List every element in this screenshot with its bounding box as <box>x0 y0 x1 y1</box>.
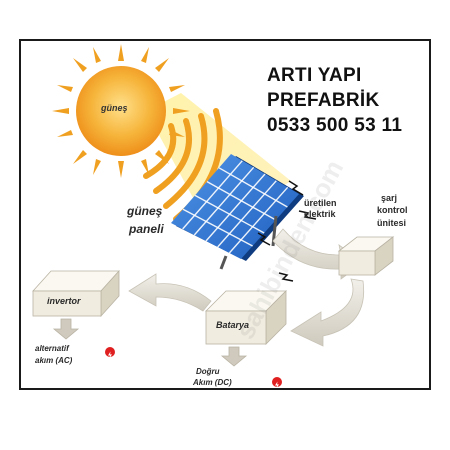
controller-label-line2: kontrol <box>377 205 408 215</box>
generated-label-line2: elektrik <box>304 209 336 219</box>
company-name-line1: ARTI YAPI <box>267 65 362 86</box>
arrow-to-ac <box>52 318 80 340</box>
sun-icon <box>52 44 190 178</box>
spark-icons <box>257 180 317 282</box>
generated-label-line1: üretilen <box>304 198 337 208</box>
panel-label-line2: paneli <box>129 222 164 236</box>
solar-system-diagram: sahibinden.com <box>32 44 395 367</box>
arrow-to-inverter <box>128 273 212 312</box>
arrow-to-battery <box>290 278 365 347</box>
ac-label-line2: akım (AC) <box>35 356 73 365</box>
battery-label: Batarya <box>216 320 250 330</box>
panel-label-line1: güneş <box>127 204 163 218</box>
arrow-to-dc <box>220 346 248 367</box>
controller-label-line1: şarj <box>381 193 398 203</box>
company-name-line2: PREFABRİK <box>267 90 380 111</box>
diagram-frame: sahibinden.com ARTI YAPI PREFABRİK 0533 … <box>19 39 431 390</box>
controller-label-line3: ünitesi <box>377 218 407 228</box>
charge-controller-box <box>337 236 395 276</box>
electricity-bolt-icon <box>105 347 115 359</box>
inverter-box <box>32 269 120 318</box>
dc-label-line2: Akım (DC) <box>193 378 232 387</box>
ac-label-line1: alternatif <box>35 344 69 353</box>
sun-label: güneş <box>101 103 128 113</box>
solar-panel <box>171 154 304 270</box>
inverter-label: invertor <box>47 296 81 306</box>
electricity-bolt-icon <box>272 377 282 388</box>
phone-number: 0533 500 53 11 <box>267 115 403 136</box>
dc-label-line1: Doğru <box>196 367 220 376</box>
battery-box <box>205 290 287 345</box>
